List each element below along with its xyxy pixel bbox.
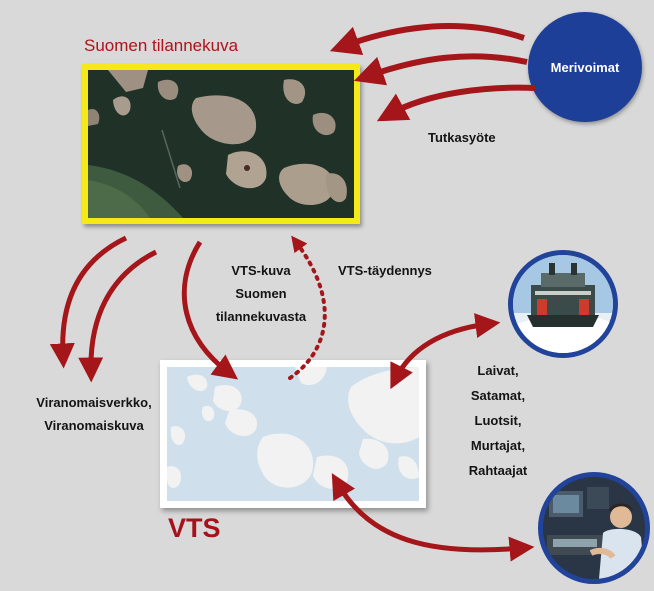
stakeholder-ships: Laivat, — [477, 363, 519, 378]
vts-supplement-arrow — [288, 235, 327, 380]
stakeholders-label: Laivat, Satamat, Luotsit, Murtajat, Raht… — [458, 362, 538, 479]
vts-image-label: VTS-kuva Suomen tilannekuvasta — [213, 262, 309, 325]
vts-title: VTS — [168, 513, 221, 543]
satellite-archipelago-image — [88, 70, 354, 218]
vts-supplement-label: VTS-täydennys — [338, 263, 432, 278]
stakeholder-ports: Satamat, — [470, 388, 526, 403]
radar-arrow-1 — [329, 23, 525, 55]
radar-arrow-2 — [353, 53, 528, 86]
authority-arrow-1 — [49, 235, 128, 369]
operator-link-arrow — [331, 473, 535, 562]
satellite-title: Suomen tilannekuva — [84, 36, 239, 55]
vts-image-label-line-3: tilannekuvasta — [215, 309, 307, 324]
authority-arrow-2 — [78, 249, 158, 383]
stakeholder-shippers: Rahtaajat — [468, 463, 528, 478]
merivoimat-label: Merivoimat — [550, 59, 620, 75]
satellite-image-frame — [82, 64, 360, 224]
ship-icon — [513, 255, 613, 353]
vts-image-label-line-2: Suomen — [235, 286, 287, 301]
vts-image-label-line-1: VTS-kuva — [231, 263, 291, 278]
authority-network-line-2: Viranomaiskuva — [44, 418, 144, 433]
authority-network-label: Viranomaisverkko, Viranomaiskuva — [14, 394, 174, 434]
vts-image-arrow — [181, 240, 239, 380]
icebreaker-ship-photo — [508, 250, 618, 358]
radar-feed-label: Tutkasyöte — [428, 130, 496, 145]
authority-network-line-1: Viranomaisverkko, — [36, 395, 152, 410]
radar-arrow-3 — [376, 84, 536, 122]
vts-operator-photo — [538, 472, 650, 584]
stakeholder-icebreakers: Murtajat, — [470, 438, 526, 453]
stakeholder-pilots: Luotsit, — [474, 413, 522, 428]
ship-link-arrow — [390, 313, 501, 390]
merivoimat-node: Merivoimat — [528, 12, 642, 122]
